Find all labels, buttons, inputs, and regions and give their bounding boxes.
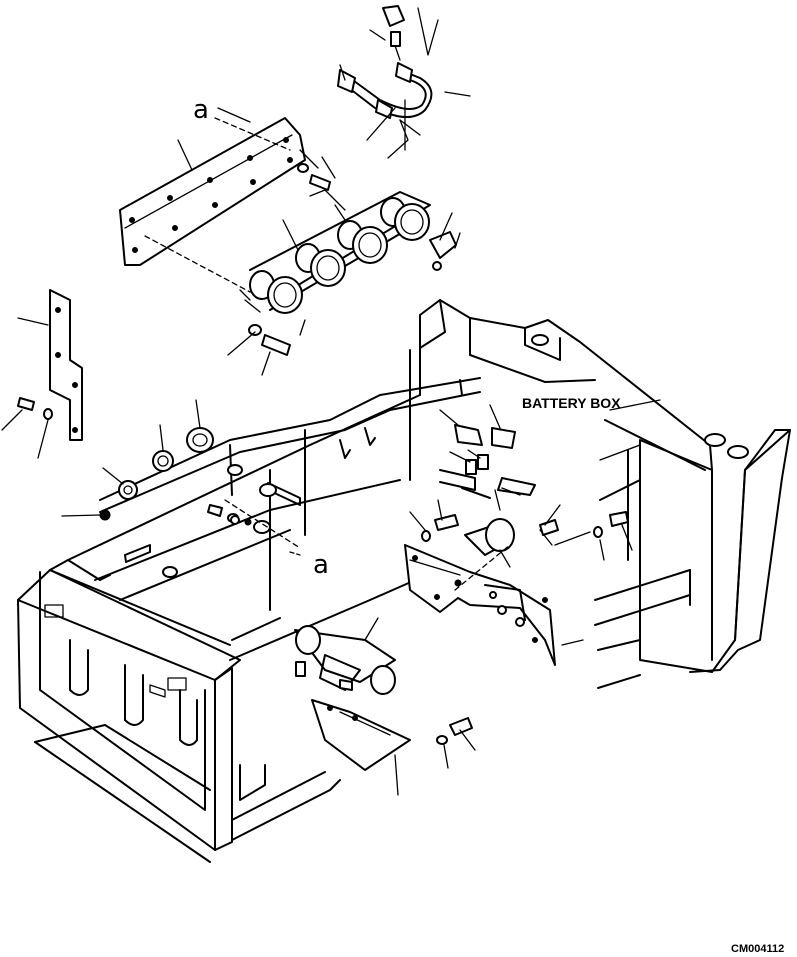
relay-4 bbox=[380, 197, 430, 241]
relay-bracket-right bbox=[404, 544, 556, 666]
relay-1 bbox=[249, 270, 303, 314]
bolts-top bbox=[248, 163, 457, 356]
relay-2 bbox=[295, 243, 346, 287]
grommets bbox=[99, 427, 252, 526]
reference-mark-a-top: a bbox=[193, 95, 209, 125]
battery-box-frame bbox=[17, 349, 481, 863]
left-bracket bbox=[17, 289, 83, 441]
relay-assembly bbox=[239, 191, 431, 336]
relay-mounting-plate bbox=[119, 117, 306, 293]
battery-box-label: BATTERY BOX bbox=[522, 395, 621, 411]
relay-3 bbox=[337, 220, 388, 264]
reference-mark-a-bottom: a bbox=[313, 550, 329, 580]
drawing-number: CM004112 bbox=[731, 943, 784, 955]
leader-lines bbox=[1, 7, 661, 796]
battery-terminals bbox=[421, 424, 629, 556]
lower-clamp-assembly bbox=[294, 625, 473, 771]
battery-box-enclosure bbox=[419, 299, 791, 689]
cable-harness-top bbox=[337, 5, 433, 141]
